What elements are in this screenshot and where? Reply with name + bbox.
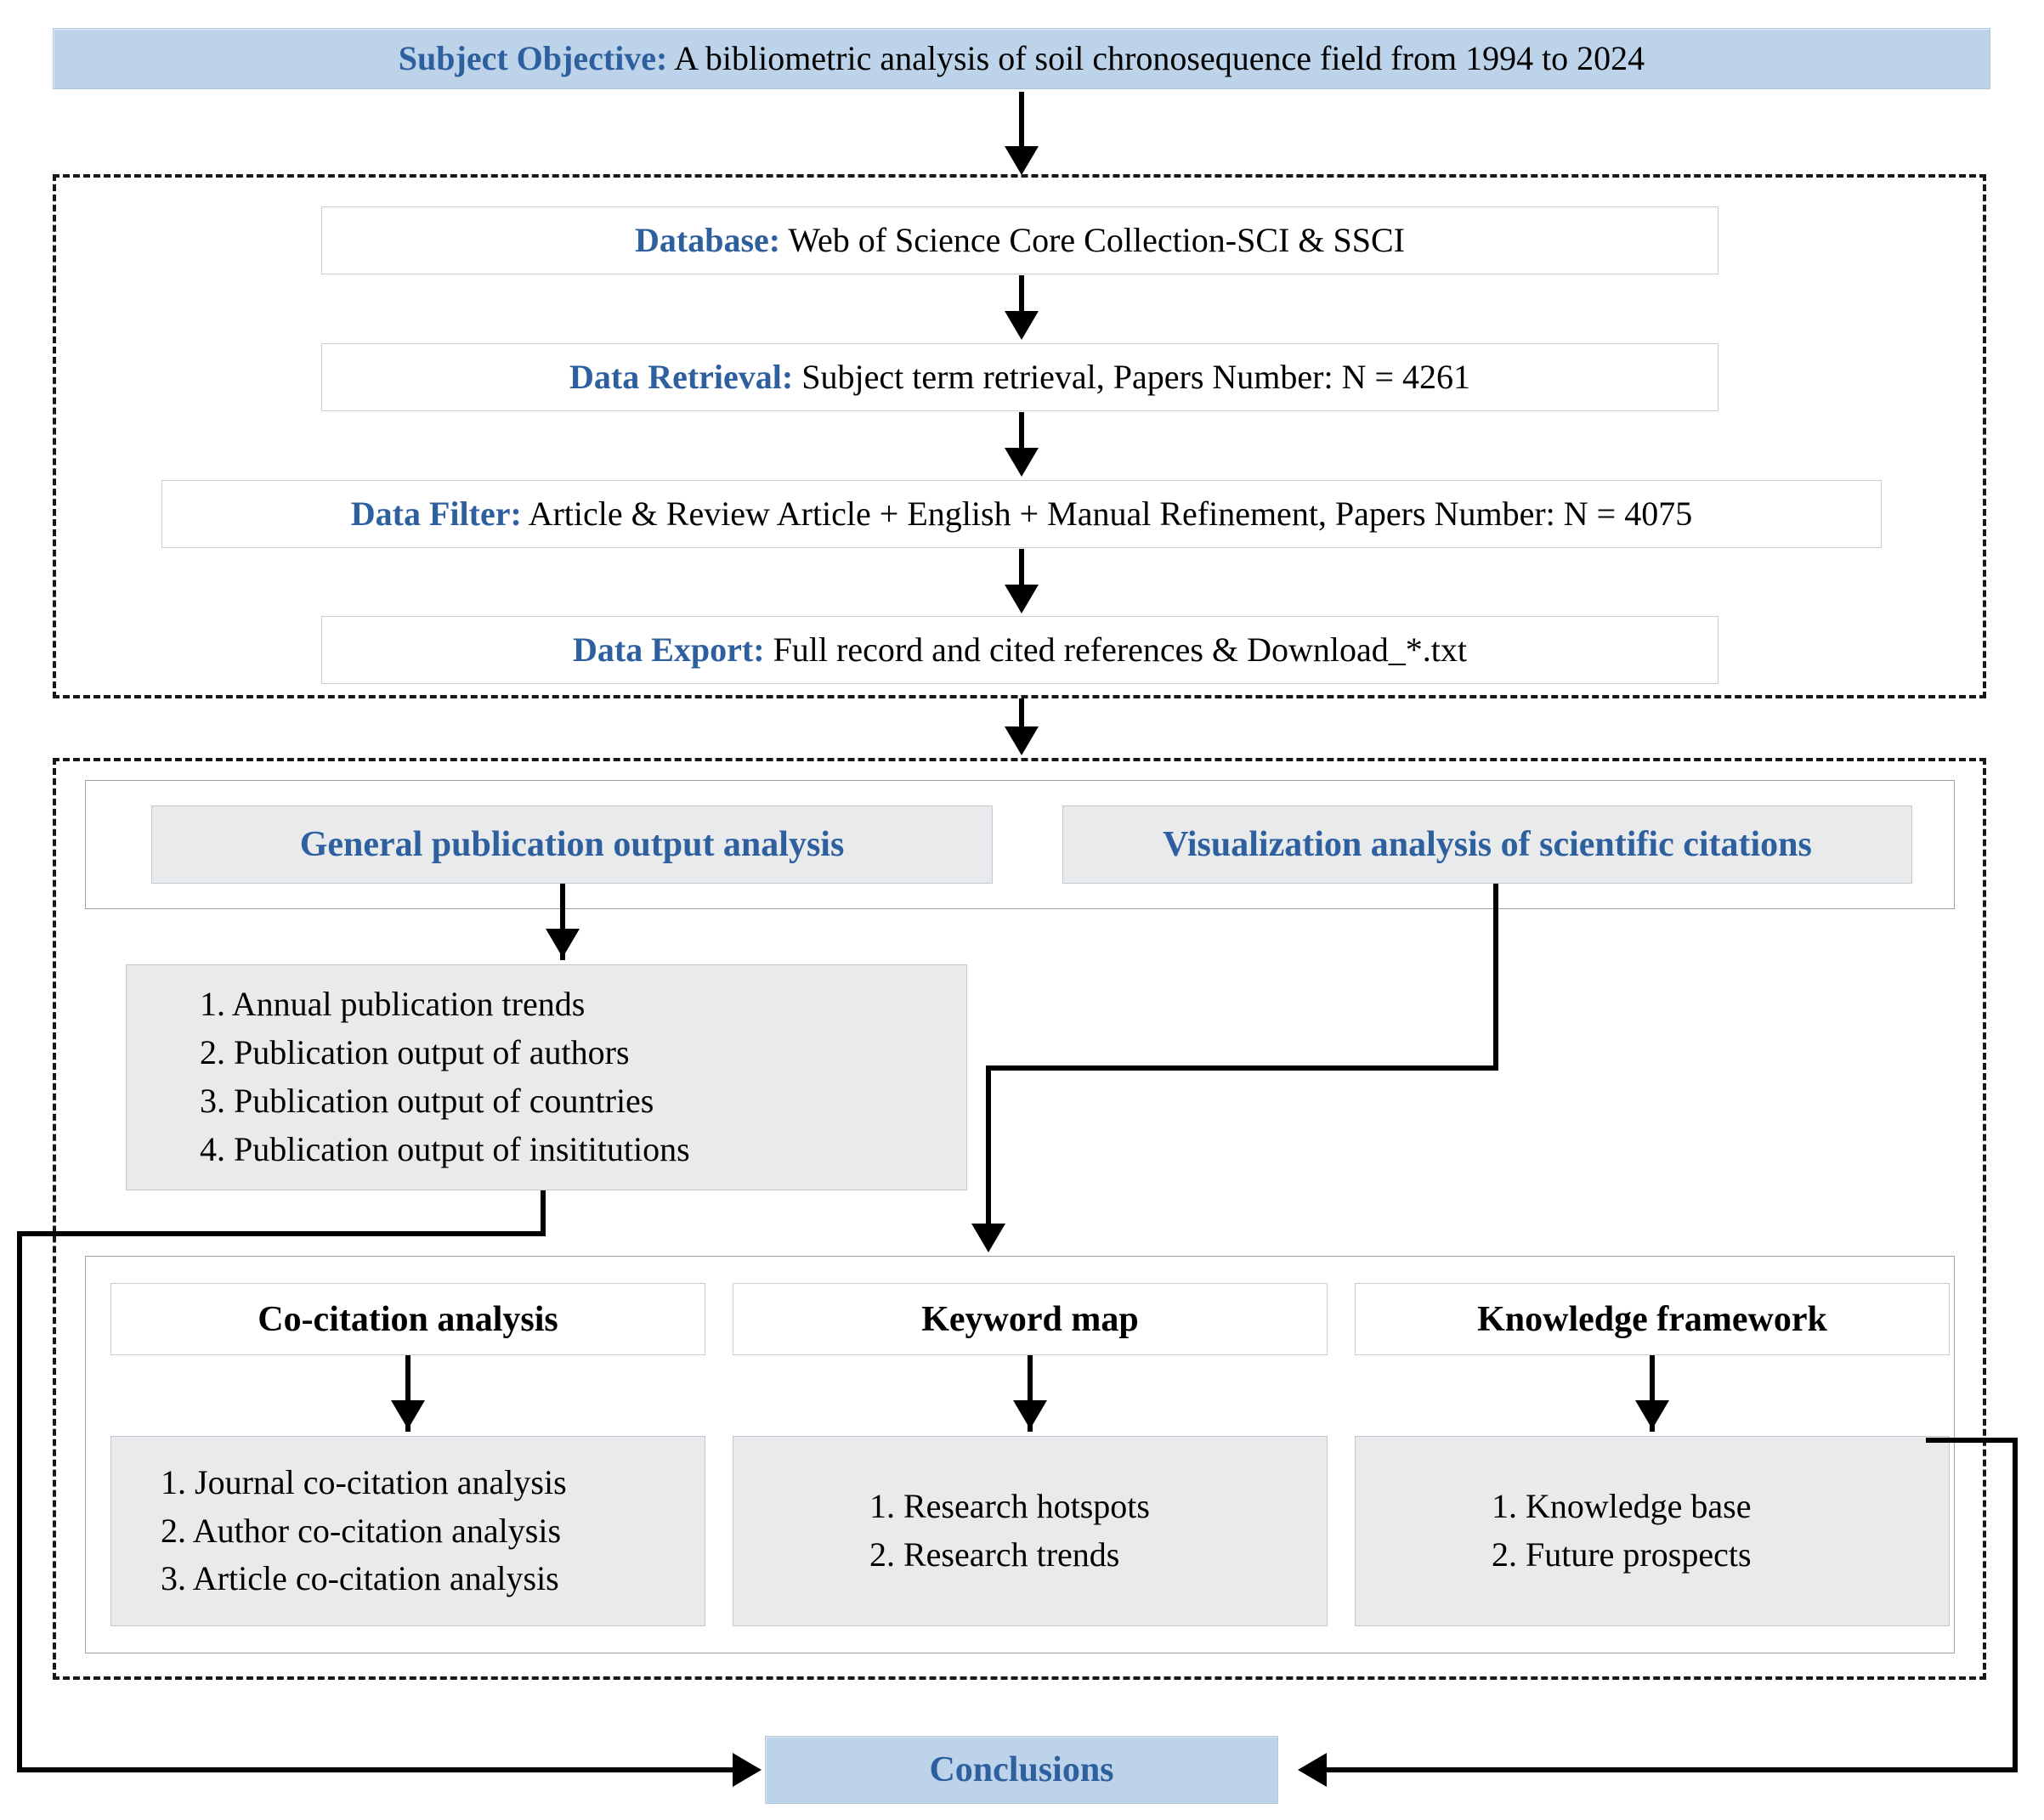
connector-right-rail-down	[2013, 1438, 2018, 1772]
data-export-box: Data Export: Full record and cited refer…	[321, 616, 1718, 684]
connector-retrieval-to-filter	[1019, 412, 1024, 453]
connector-visualization-down-2	[986, 1065, 991, 1246]
arrowhead-general-header-to-list	[546, 929, 580, 958]
connector-title-to-collection	[1019, 92, 1024, 151]
data-collection-region	[53, 174, 1986, 698]
arrowhead-left-to-conclusions	[733, 1753, 762, 1787]
general-output-header-box: General publication output analysis	[151, 805, 993, 884]
keyword-map-header-box: Keyword map	[733, 1283, 1328, 1355]
co-citation-header-label: Co-citation analysis	[258, 1299, 558, 1339]
data-export-lead: Data Export:	[573, 630, 765, 670]
arrowhead-keyword-map-header-to-items	[1013, 1400, 1047, 1429]
knowledge-framework-items-box: 1. Knowledge base 2. Future prospects	[1355, 1436, 1950, 1626]
knowledge-framework-item: 2. Future prospects	[1492, 1535, 1752, 1574]
connector-collection-to-analysis	[1019, 698, 1024, 749]
data-export-rest: Full record and cited references & Downl…	[764, 630, 1467, 670]
data-filter-text: Data Filter: Article & Review Article + …	[351, 494, 1692, 534]
arrowhead-database-to-retrieval	[1005, 311, 1039, 340]
arrowhead-visualization-to-columns	[971, 1224, 1005, 1252]
co-citation-items-box: 1. Journal co-citation analysis 2. Autho…	[110, 1436, 705, 1626]
general-item: 1. Annual publication trends	[200, 985, 586, 1024]
data-retrieval-text: Data Retrieval: Subject term retrieval, …	[569, 357, 1470, 397]
conclusions-label: Conclusions	[929, 1750, 1114, 1789]
connector-co-citation-header-to-items	[405, 1355, 410, 1432]
general-item: 3. Publication output of countries	[200, 1082, 654, 1120]
arrowhead-retrieval-to-filter	[1005, 448, 1039, 477]
arrowhead-co-citation-header-to-items	[391, 1400, 425, 1429]
keyword-map-item: 2. Research trends	[869, 1535, 1120, 1574]
general-output-items-box: 1. Annual publication trends 2. Publicat…	[126, 964, 967, 1190]
connector-keyword-map-header-to-items	[1028, 1355, 1033, 1432]
conclusions-box: Conclusions	[765, 1736, 1278, 1804]
analysis-headers-frame	[85, 780, 1955, 909]
connector-left-rail-to-conclusions	[17, 1767, 744, 1772]
data-filter-lead: Data Filter:	[350, 495, 522, 534]
subject-objective-box: Subject Objective: A bibliometric analys…	[53, 28, 1990, 89]
visualization-header-box: Visualization analysis of scientific cit…	[1062, 805, 1912, 884]
data-retrieval-box: Data Retrieval: Subject term retrieval, …	[321, 343, 1718, 411]
connector-general-list-down	[541, 1190, 546, 1236]
data-filter-rest: Article & Review Article + English + Man…	[521, 495, 1693, 534]
keyword-map-item: 1. Research hotspots	[869, 1487, 1150, 1526]
data-export-text: Data Export: Full record and cited refer…	[573, 630, 1467, 670]
data-retrieval-rest: Subject term retrieval, Papers Number: N…	[793, 358, 1471, 397]
data-retrieval-lead: Data Retrieval:	[569, 358, 794, 397]
subject-objective-lead: Subject Objective:	[398, 39, 668, 78]
general-item: 4. Publication output of insititutions	[200, 1129, 690, 1168]
arrowhead-knowledge-framework-header-to-items	[1635, 1400, 1669, 1429]
connector-visualization-down-1	[1493, 884, 1498, 1071]
knowledge-framework-header-label: Knowledge framework	[1477, 1299, 1827, 1339]
analysis-columns-frame	[85, 1256, 1955, 1653]
connector-general-header-to-list	[560, 884, 565, 960]
connector-filter-to-export	[1019, 549, 1024, 590]
co-citation-item: 2. Author co-citation analysis	[161, 1511, 562, 1550]
knowledge-framework-header-box: Knowledge framework	[1355, 1283, 1950, 1355]
co-citation-item: 3. Article co-citation analysis	[161, 1559, 559, 1598]
connector-left-rail-down	[17, 1231, 22, 1772]
connector-database-to-retrieval	[1019, 275, 1024, 316]
general-output-header-label: General publication output analysis	[299, 825, 845, 864]
connector-knowledge-framework-header-to-items	[1650, 1355, 1655, 1432]
subject-objective-rest: A bibliometric analysis of soil chronose…	[667, 39, 1645, 78]
co-citation-header-box: Co-citation analysis	[110, 1283, 705, 1355]
arrowhead-title-to-collection	[1005, 146, 1039, 175]
database-rest: Web of Science Core Collection-SCI & SSC…	[780, 221, 1405, 260]
subject-objective-text: Subject Objective: A bibliometric analys…	[399, 38, 1645, 78]
data-filter-box: Data Filter: Article & Review Article + …	[161, 480, 1882, 548]
arrowhead-right-to-conclusions	[1298, 1753, 1327, 1787]
visualization-header-label: Visualization analysis of scientific cit…	[1163, 825, 1812, 864]
arrowhead-collection-to-analysis	[1005, 726, 1039, 755]
connector-right-rail-top	[1926, 1438, 2018, 1443]
keyword-map-header-label: Keyword map	[921, 1299, 1139, 1339]
general-item: 2. Publication output of authors	[200, 1033, 630, 1072]
knowledge-framework-item: 1. Knowledge base	[1492, 1487, 1752, 1526]
connector-right-rail-to-conclusions	[1309, 1767, 2018, 1772]
connector-general-list-left	[17, 1231, 546, 1236]
analysis-region	[53, 758, 1986, 1680]
arrowhead-filter-to-export	[1005, 585, 1039, 613]
database-text: Database: Web of Science Core Collection…	[635, 220, 1405, 260]
co-citation-item: 1. Journal co-citation analysis	[161, 1462, 567, 1501]
database-lead: Database:	[635, 221, 781, 260]
keyword-map-items-box: 1. Research hotspots 2. Research trends	[733, 1436, 1328, 1626]
database-box: Database: Web of Science Core Collection…	[321, 206, 1718, 274]
connector-visualization-left	[986, 1065, 1498, 1071]
